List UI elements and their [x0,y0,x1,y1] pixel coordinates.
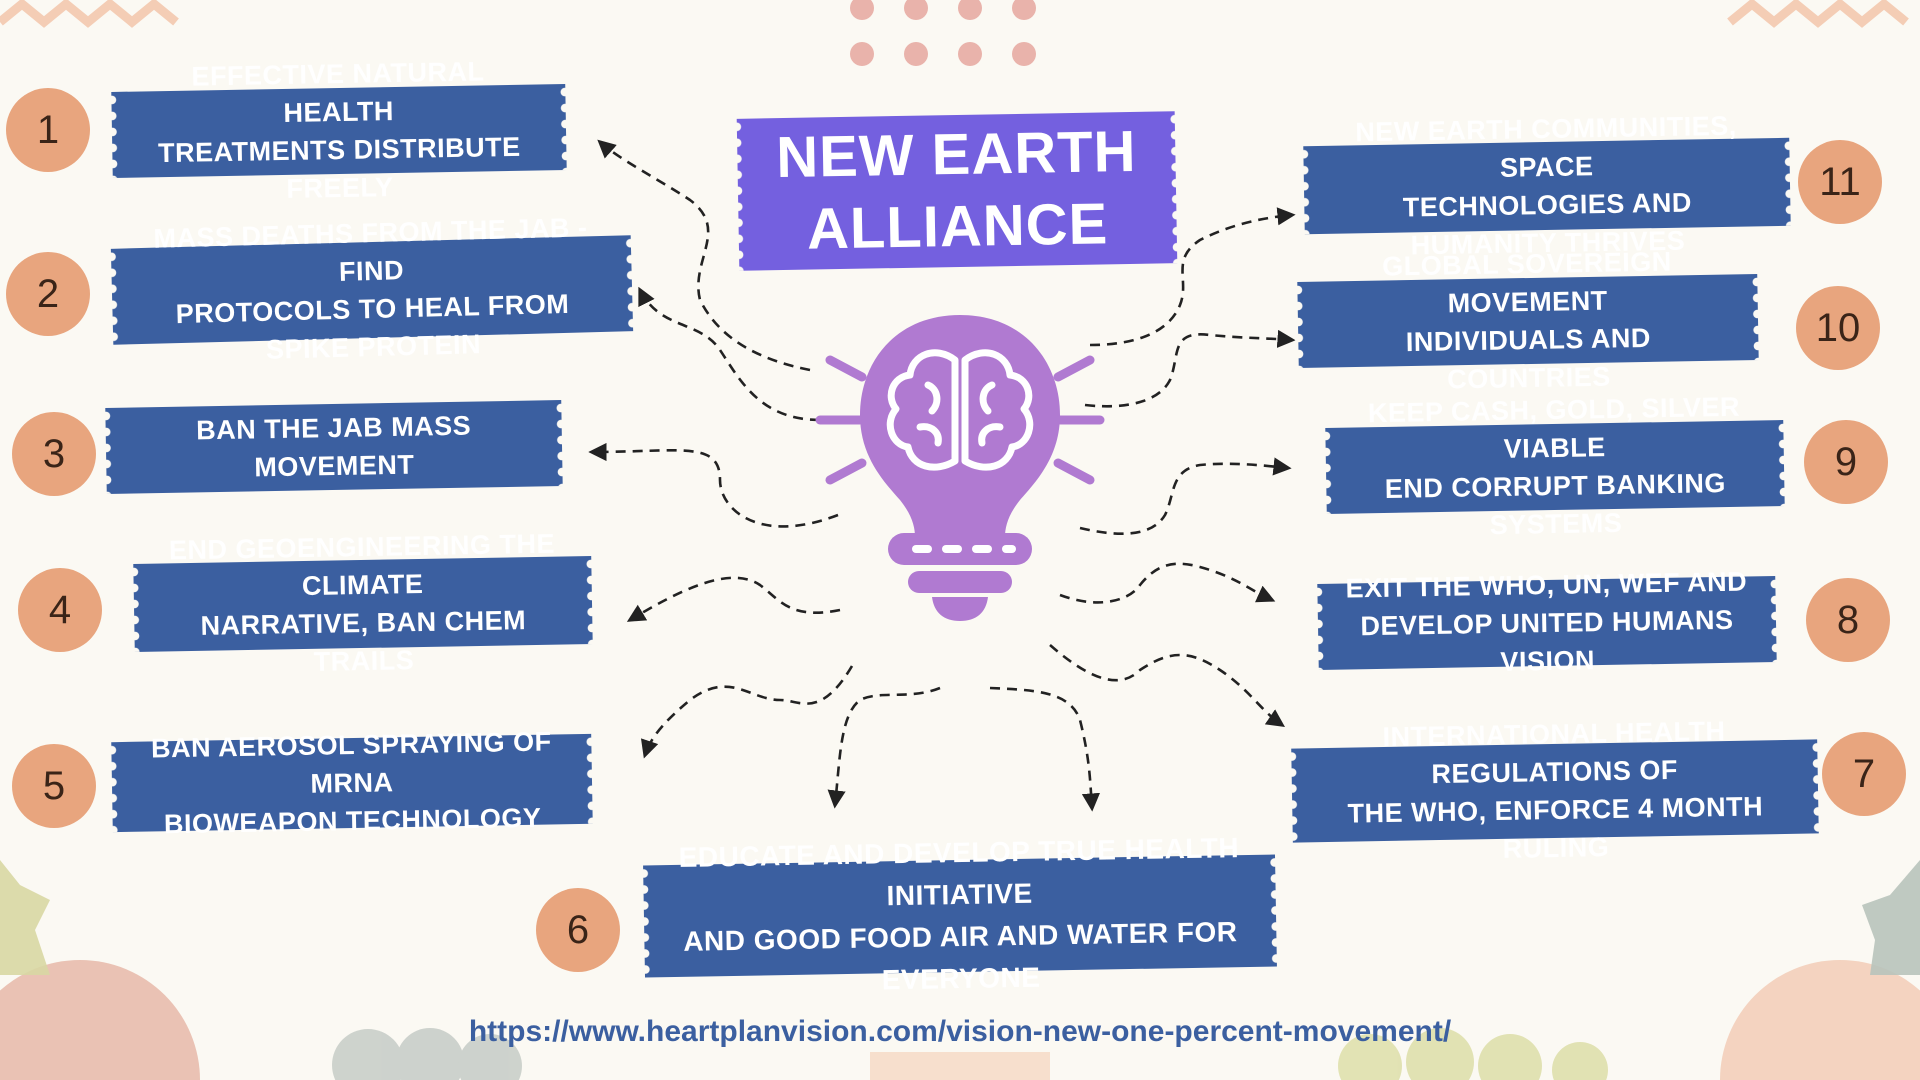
item-label-1: Effective natural health treatments dist… [111,56,567,204]
number-circle-3: 3 [12,412,96,496]
number-circle-1: 1 [6,88,90,172]
number-circle-11: 11 [1798,140,1882,224]
source-url[interactable]: https://www.heartplanvision.com/vision-n… [468,1015,1452,1048]
number-circle-8: 8 [1806,578,1890,662]
leaf-decoration [1862,860,1920,975]
title-line-2: Alliance [806,191,1109,262]
number-circle-4: 4 [18,568,102,652]
title-line-1: New Earth [775,118,1137,191]
block-decoration [870,1052,1050,1080]
number-circle-7: 7 [1822,732,1906,816]
zigzag-decoration [1727,0,1909,28]
connector-arrow-8 [1059,562,1276,604]
item-label-11: New earth communities, space technologie… [1303,111,1791,260]
zigzag-decoration [0,0,179,28]
number-circle-2: 2 [6,252,90,336]
item-label-5: Ban aerosol spraying of MRNA bioweapon t… [111,727,593,839]
item-label-9: Keep cash, gold, silver viable end corru… [1325,392,1785,540]
item-label-6: Educate and develop true health initiati… [643,832,1277,995]
item-label-3: Ban the jab mass movement [105,400,563,494]
number-circle-9: 9 [1804,420,1888,504]
item-label-8: Exit the WHO, UN, WEF and develop united… [1317,567,1777,677]
connector-arrow-10 [1084,329,1296,408]
item-label-10: Global sovereign movement individuals an… [1297,246,1759,394]
item-label-4: End geoengineering the climate narrative… [133,529,593,677]
number-circle-5: 5 [12,744,96,828]
number-circle-10: 10 [1796,286,1880,370]
connector-arrow-6b [989,686,1101,812]
lightbulb-brain-icon [815,315,1105,621]
connector-arrow-9 [1079,457,1292,535]
connector-arrow-7 [1049,644,1286,728]
leaf-decoration [0,860,50,975]
item-label-2: Mass deaths from the jab - find protocol… [110,212,634,365]
dot-decoration [850,0,1036,66]
connector-arrow-6 [827,686,941,809]
item-label-7: International health regulations of the … [1291,716,1819,864]
connector-arrow-2 [638,286,821,422]
connector-arrow-4 [626,576,841,622]
number-circle-6: 6 [536,888,620,972]
connector-arrow-5 [640,665,854,759]
diagram-title: New Earth Alliance [736,111,1178,271]
connector-arrow-3 [588,442,839,528]
